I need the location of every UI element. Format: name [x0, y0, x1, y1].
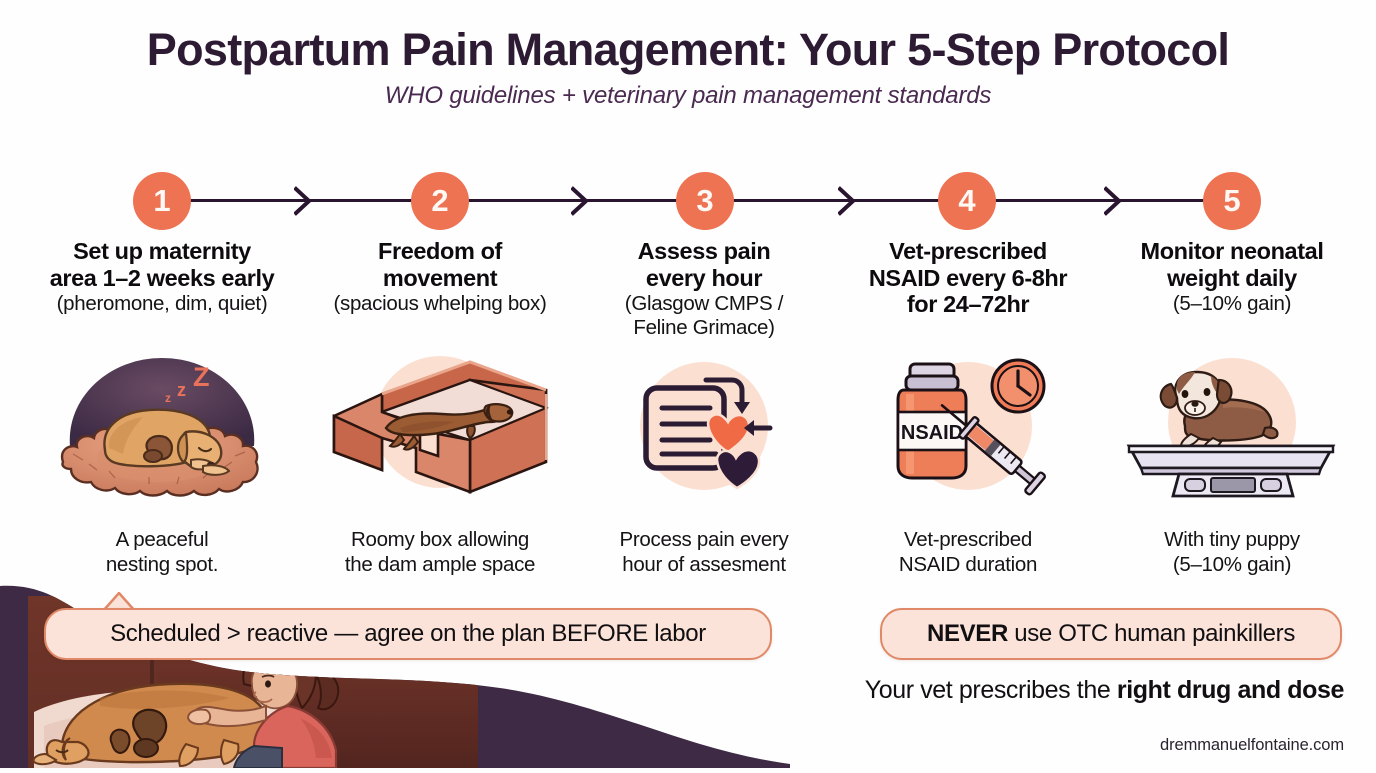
step-caption: A peaceful nesting spot. — [105, 528, 219, 576]
sleeping-dog-in-nest-illustration: Z z z — [30, 350, 294, 500]
footer-website-url: dremmanuelfontaine.com — [1160, 736, 1344, 754]
nsaid-bottle-syringe-clock-illustration: NSAID — [836, 350, 1100, 500]
puppy-on-scale-illustration — [1100, 350, 1364, 500]
chevron-right-icon — [571, 186, 589, 216]
page-subtitle: WHO guidelines + veterinary pain managem… — [384, 81, 992, 109]
footer-tagline-bold: right drug and dose — [1116, 676, 1345, 704]
svg-text:Z: Z — [193, 362, 210, 392]
step-caption: Process pain every hour of assesment — [619, 528, 789, 576]
callout-right-emphasis: NEVER — [927, 620, 1008, 647]
header: Postpartum Pain Management: Your 5-Step … — [0, 0, 1376, 110]
step-caption: Vet-prescribed NSAID duration — [898, 528, 1038, 576]
step-number-badge-5[interactable]: 5 — [1203, 172, 1261, 230]
step-number-badge-1[interactable]: 1 — [133, 172, 191, 230]
step-column-4: Vet-prescribed NSAID every 6-8hr for 24–… — [836, 238, 1100, 598]
step-caption: With tiny puppy (5–10% gain) — [1164, 528, 1300, 576]
step-number-badge-4[interactable]: 4 — [938, 172, 996, 230]
step-caption: Roomy box allowing the dam ample space — [344, 528, 536, 576]
steps-row: Set up maternity area 1–2 weeks early (p… — [0, 238, 1376, 598]
step-heading: Set up maternity area 1–2 weeks early — [49, 238, 275, 291]
chevron-right-icon — [1104, 186, 1122, 216]
step-subtext: (spacious whelping box) — [333, 292, 547, 316]
chevron-right-icon — [838, 186, 856, 216]
step-subtext: (5–10% gain) — [1172, 292, 1292, 316]
whelping-box-illustration — [308, 350, 572, 500]
step-timeline: 1 2 3 4 5 — [0, 166, 1376, 236]
svg-text:z: z — [165, 391, 171, 405]
bottle-label-text: NSAID — [901, 422, 963, 444]
page-title: Postpartum Pain Management: Your 5-Step … — [146, 24, 1230, 75]
step-subtext: (pheromone, dim, quiet) — [56, 292, 268, 316]
step-column-1: Set up maternity area 1–2 weeks early (p… — [30, 238, 294, 598]
step-column-3: Assess pain every hour (Glasgow CMPS / F… — [572, 238, 836, 598]
footer-tagline-plain: Your vet prescribes the — [864, 676, 1117, 704]
step-subtext: (Glasgow CMPS / Feline Grimace) — [624, 292, 784, 340]
pain-assessment-checklist-illustration — [572, 350, 836, 500]
step-number-badge-2[interactable]: 2 — [411, 172, 469, 230]
chevron-right-icon — [294, 186, 312, 216]
callout-right-text: use OTC human painkillers — [1007, 620, 1295, 647]
callout-never-otc-painkillers: NEVER use OTC human painkillers — [880, 608, 1342, 660]
svg-text:z: z — [177, 380, 186, 400]
step-column-5: Monitor neonatal weight daily (5–10% gai… — [1100, 238, 1364, 598]
callout-scheduled-vs-reactive: Scheduled > reactive — agree on the plan… — [44, 608, 772, 660]
step-heading: Vet-prescribed NSAID every 6-8hr for 24–… — [868, 238, 1068, 318]
step-heading: Assess pain every hour — [637, 238, 771, 291]
footer-tagline: Your vet prescribes the right drug and d… — [864, 676, 1345, 705]
step-number-badge-3[interactable]: 3 — [676, 172, 734, 230]
step-heading: Monitor neonatal weight daily — [1140, 238, 1324, 291]
callout-left-text: Scheduled > reactive — agree on the plan… — [110, 620, 706, 647]
step-heading: Freedom of movement — [378, 238, 502, 291]
step-column-2: Freedom of movement (spacious whelping b… — [308, 238, 572, 598]
